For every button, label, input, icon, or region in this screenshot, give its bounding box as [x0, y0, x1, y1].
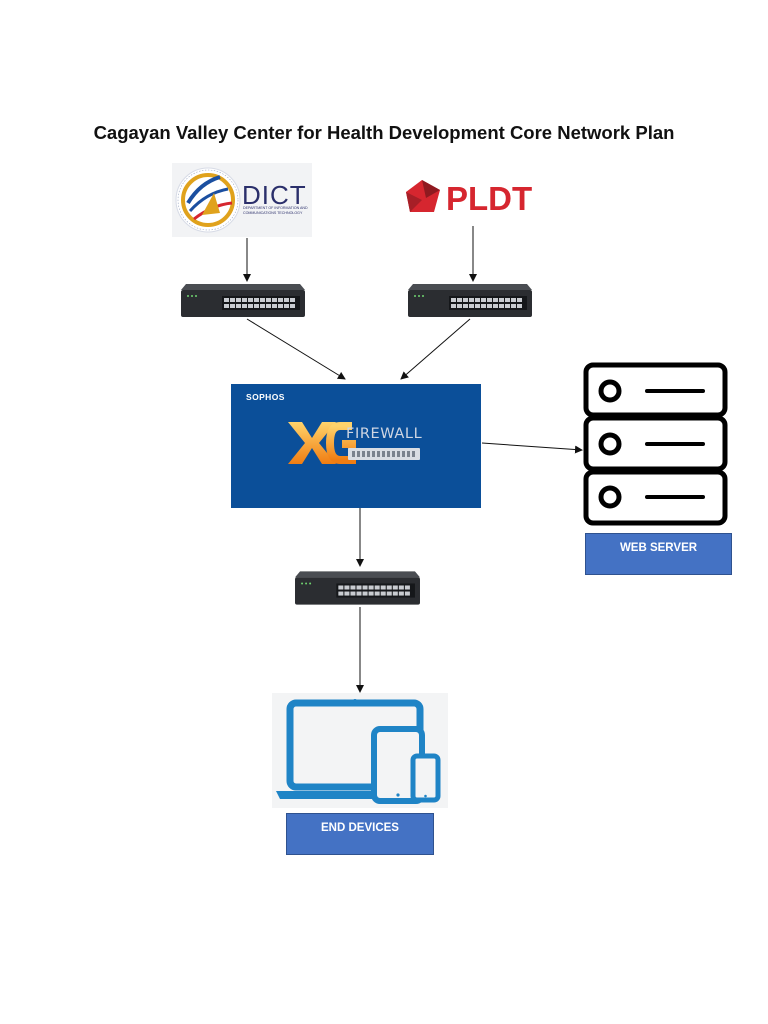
- server-icon: [583, 362, 728, 526]
- switch1-to-firewall-arrow: [246, 318, 346, 380]
- network-switch-icon: [408, 284, 532, 317]
- pldt-wordmark: PLDT: [446, 180, 533, 217]
- dict-subtitle: DEPARTMENT OF INFORMATION AND COMMUNICAT…: [243, 206, 308, 215]
- web-server-label: WEB SERVER: [585, 533, 732, 575]
- network-switch-icon: [295, 571, 420, 605]
- dict-seal-icon: [175, 167, 241, 233]
- dict-wordmark: DICT: [242, 180, 307, 210]
- network-switch-icon: [181, 284, 305, 317]
- switch2-to-firewall-arrow: [400, 318, 471, 380]
- firewall-text: FIREWALL: [346, 426, 423, 442]
- sophos-label: SOPHOS: [246, 392, 285, 402]
- end-devices-icon: [272, 693, 448, 808]
- end-devices-label: END DEVICES: [286, 813, 434, 855]
- pldt-mark-icon: [406, 180, 440, 212]
- page-title: Cagayan Valley Center for Health Develop…: [93, 122, 675, 143]
- phone-icon: [410, 753, 441, 803]
- firewall-to-server-arrow: [481, 442, 583, 454]
- sophos-xg-logo: [288, 422, 420, 464]
